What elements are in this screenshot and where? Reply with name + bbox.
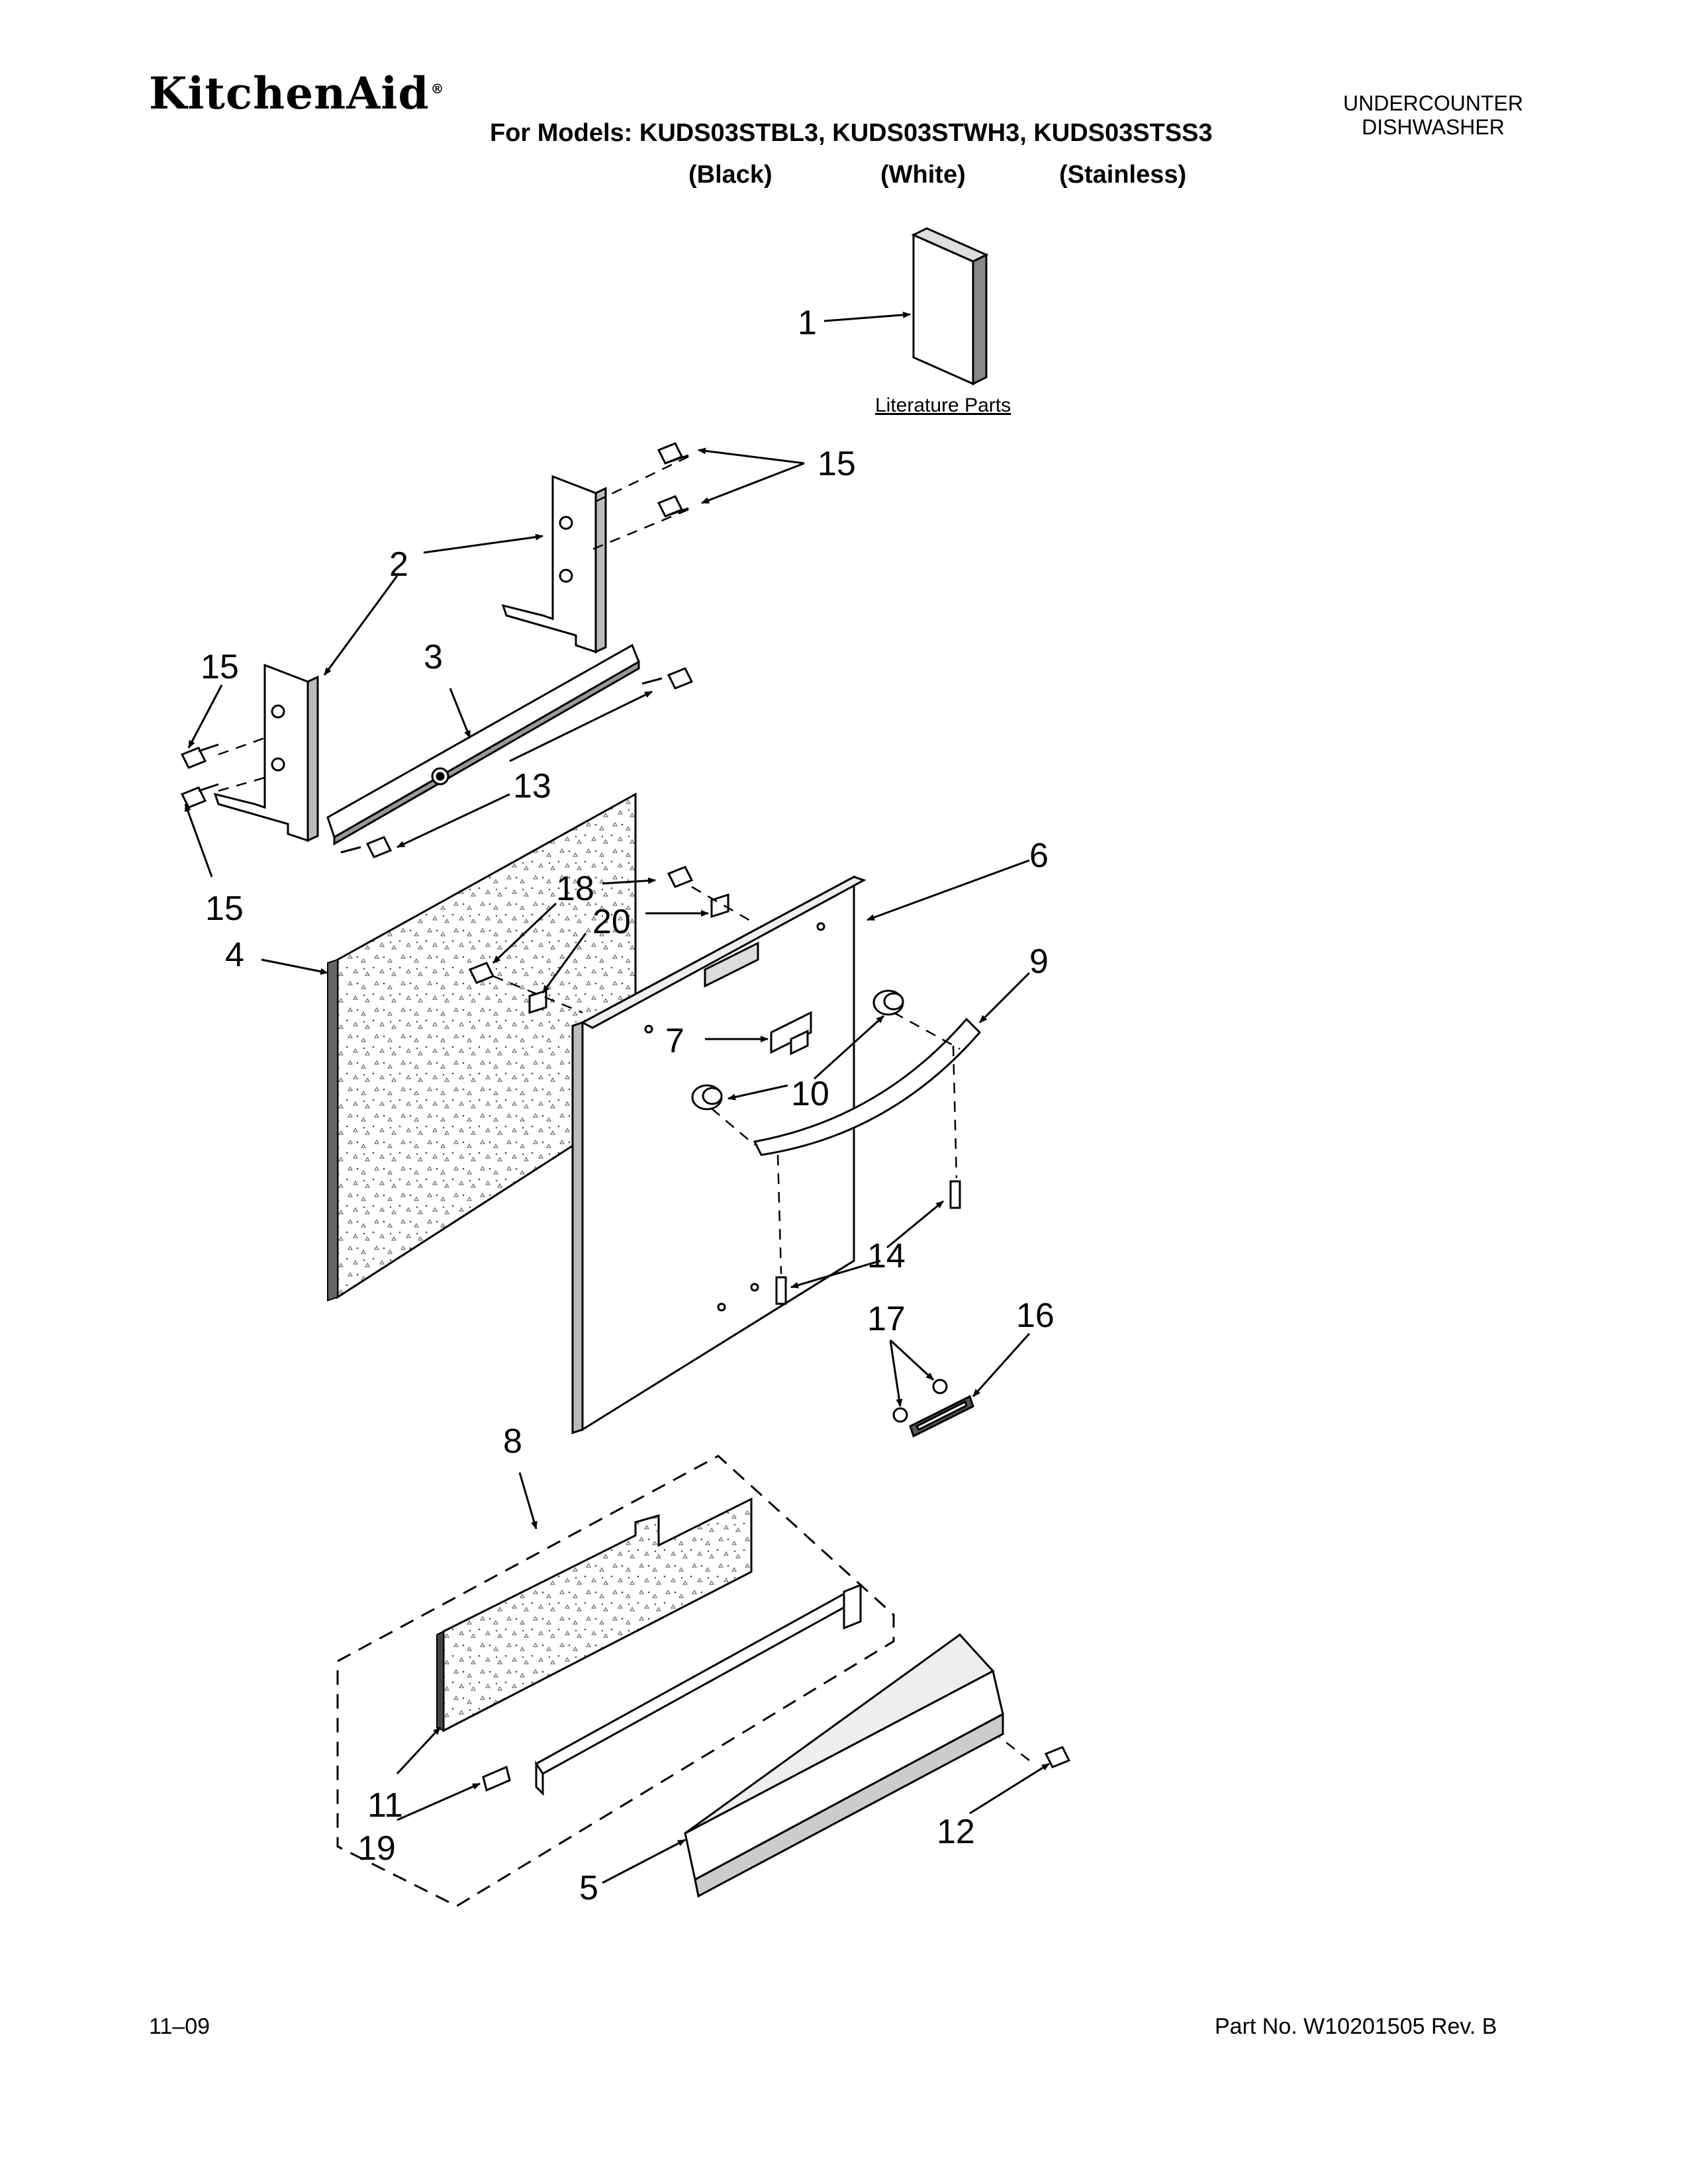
color-stainless: (Stainless) xyxy=(1059,161,1187,189)
callout-14: 14 xyxy=(867,1237,906,1275)
mounting-bracket-left xyxy=(213,663,319,842)
kickplate-screw xyxy=(1044,1746,1071,1768)
literature-booklet xyxy=(911,227,989,386)
models-line: For Models: KUDS03STBL3, KUDS03STWH3, KU… xyxy=(490,119,1213,147)
assembly-guide-lines xyxy=(218,455,1030,1761)
callout-numbers: 1 2 3 4 5 6 7 8 9 10 11 12 13 14 15 15 1… xyxy=(201,304,1055,1907)
handle-studs xyxy=(775,1180,961,1305)
color-white: (White) xyxy=(880,161,966,189)
callout-7: 7 xyxy=(665,1022,684,1060)
callout-3: 3 xyxy=(424,638,443,676)
screws-and-clips-18-20 xyxy=(468,866,729,1015)
category-line-1: UNDERCOUNTER xyxy=(1343,91,1523,115)
callout-15-top: 15 xyxy=(818,445,856,483)
color-black: (Black) xyxy=(688,161,773,189)
part-number: Part No. W10201505 Rev. B xyxy=(1215,2014,1497,2039)
callout-leaders xyxy=(184,311,1050,1884)
revision-date: 11–09 xyxy=(149,2014,211,2039)
handle-spacers xyxy=(691,989,904,1111)
kickplate xyxy=(684,1633,1004,1898)
literature-parts-label: Literature Parts xyxy=(875,394,1011,416)
callout-20: 20 xyxy=(592,903,631,941)
callout-9: 9 xyxy=(1029,942,1049,981)
toe-kick-assembly-outline xyxy=(336,1455,895,1907)
mounting-bracket-right xyxy=(501,475,607,654)
callout-19: 19 xyxy=(357,1829,396,1868)
screw-group-15-13 xyxy=(180,442,694,858)
category-line-2: DISHWASHER xyxy=(1362,115,1505,139)
toe-kick-clip xyxy=(482,1765,511,1792)
callout-8: 8 xyxy=(503,1422,522,1461)
callout-16: 16 xyxy=(1016,1297,1055,1335)
registered-mark: ® xyxy=(430,81,445,97)
callout-12: 12 xyxy=(937,1813,975,1851)
callout-4: 4 xyxy=(225,936,244,974)
callout-6: 6 xyxy=(1029,837,1049,875)
callout-1: 1 xyxy=(798,304,817,342)
callout-13: 13 xyxy=(513,767,551,805)
brand-name: KitchenAid xyxy=(149,68,430,119)
callout-17: 17 xyxy=(867,1300,906,1338)
callout-11: 11 xyxy=(367,1786,403,1825)
badge-and-nuts xyxy=(892,1379,974,1438)
door-channel-bar xyxy=(326,643,640,846)
latch-plate xyxy=(770,1011,812,1056)
callout-18: 18 xyxy=(556,870,594,908)
callout-10: 10 xyxy=(791,1075,829,1113)
product-category: UNDERCOUNTER DISHWASHER xyxy=(1324,91,1542,139)
brand-logo: KitchenAid® xyxy=(149,71,445,115)
callout-2: 2 xyxy=(389,545,408,584)
callout-5: 5 xyxy=(579,1869,598,1907)
door-handle xyxy=(753,1017,982,1156)
toe-kick-insulation xyxy=(436,1497,753,1733)
callout-15-left-upper: 15 xyxy=(201,648,239,686)
callout-15-left-lower: 15 xyxy=(205,889,244,928)
toe-kick-frame xyxy=(534,1583,863,1796)
